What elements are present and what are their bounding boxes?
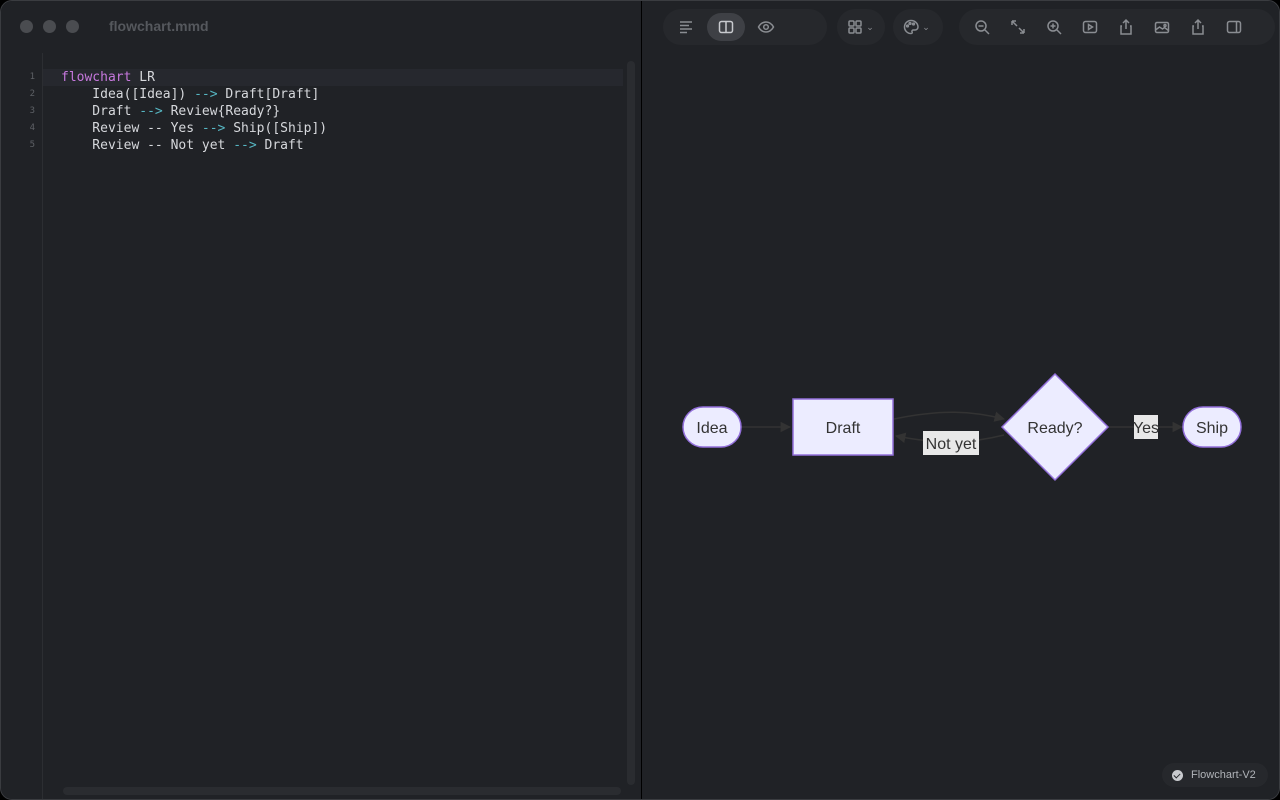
node-idea-label: Idea bbox=[696, 420, 727, 437]
current-line-highlight bbox=[43, 69, 623, 86]
diagram-preview[interactable]: Idea Draft Ready? Ship Yes Not yet Flowc… bbox=[642, 53, 1279, 799]
code-line[interactable]: flowchart LR bbox=[61, 69, 155, 86]
line-number: 3 bbox=[29, 106, 35, 116]
node-review-label: Ready? bbox=[1027, 420, 1082, 437]
fit-to-screen-icon[interactable] bbox=[1001, 13, 1035, 41]
node-ship-label: Ship bbox=[1196, 420, 1228, 437]
code-text: Review -- Not yet bbox=[61, 138, 234, 153]
code-arrow: --> bbox=[233, 138, 257, 153]
edge-label-not-yet: Not yet bbox=[926, 436, 977, 453]
code-arrow: --> bbox=[139, 104, 163, 119]
pane-divider[interactable] bbox=[641, 1, 642, 799]
node-draft[interactable] bbox=[792, 398, 894, 456]
line-number: 5 bbox=[29, 140, 35, 150]
titlebar: flowchart.mmd ⌄ ⌄ bbox=[1, 1, 1279, 53]
code-text: Idea([Idea]) bbox=[61, 87, 195, 102]
zoom-in-icon[interactable] bbox=[1037, 13, 1071, 41]
code-arrow: --> bbox=[201, 121, 226, 136]
edge-label-yes: Yes bbox=[1133, 420, 1159, 437]
text-lines-icon[interactable] bbox=[669, 13, 703, 41]
code-line[interactable]: Review -- Yes --> Ship([Ship]) bbox=[61, 120, 327, 137]
code-text: LR bbox=[131, 70, 155, 85]
code-line[interactable]: Review -- Not yet --> Draft bbox=[61, 137, 304, 154]
code-line[interactable]: Draft --> Review{Ready?} bbox=[61, 103, 280, 120]
edge-label-yes-bg bbox=[1134, 415, 1158, 439]
present-icon[interactable] bbox=[1073, 13, 1107, 41]
line-number: 2 bbox=[29, 89, 35, 99]
code-text: Draft[Draft] bbox=[217, 87, 320, 102]
node-draft-label: Draft bbox=[826, 420, 861, 437]
code-text: Review{Ready?} bbox=[162, 104, 281, 119]
code-text: Draft bbox=[61, 104, 140, 119]
chevron-down-icon: ⌄ bbox=[866, 21, 874, 32]
code-text: Draft bbox=[256, 138, 304, 153]
code-editor[interactable]: 1 2 3 4 5 flowchart LR Idea([Idea]) --> … bbox=[1, 53, 641, 799]
theme-menu[interactable]: ⌄ bbox=[893, 9, 943, 45]
code-text: Review -- Yes bbox=[61, 121, 202, 136]
palette-icon: ⌄ bbox=[899, 13, 933, 41]
code-line[interactable]: Idea([Idea]) --> Draft[Draft] bbox=[61, 86, 319, 103]
window-title: flowchart.mmd bbox=[109, 18, 209, 34]
line-number-gutter: 1 2 3 4 5 bbox=[1, 53, 43, 799]
export-image-icon[interactable] bbox=[1145, 13, 1179, 41]
close-window-button[interactable] bbox=[20, 20, 33, 33]
vertical-scrollbar[interactable] bbox=[627, 61, 635, 785]
eye-icon[interactable] bbox=[749, 13, 783, 41]
code-keyword: flowchart bbox=[61, 70, 132, 85]
diagram-type-badge: Flowchart-V2 bbox=[1162, 763, 1268, 787]
flowchart-diagram: Idea Draft Ready? Ship Yes Not yet bbox=[682, 372, 1242, 482]
check-circle-icon bbox=[1172, 769, 1183, 781]
export-icon[interactable] bbox=[1109, 13, 1143, 41]
chevron-down-icon: ⌄ bbox=[922, 21, 930, 32]
sidebar-toggle-icon[interactable] bbox=[1217, 13, 1251, 41]
edge-label-not-yet-bg bbox=[923, 431, 979, 455]
actions-group bbox=[959, 9, 1275, 45]
code-text: Ship([Ship]) bbox=[225, 121, 328, 136]
zoom-out-icon[interactable] bbox=[965, 13, 999, 41]
split-view-icon[interactable] bbox=[707, 13, 745, 41]
edge-draft-review bbox=[893, 411, 1006, 422]
horizontal-scrollbar[interactable] bbox=[63, 787, 621, 795]
grid-icon: ⌄ bbox=[843, 13, 877, 41]
line-number: 1 bbox=[29, 72, 35, 82]
node-ship[interactable] bbox=[1182, 406, 1242, 448]
diagram-type-label: Flowchart-V2 bbox=[1191, 769, 1256, 781]
zoom-window-button[interactable] bbox=[66, 20, 79, 33]
minimize-window-button[interactable] bbox=[43, 20, 56, 33]
node-review[interactable] bbox=[1000, 372, 1110, 482]
layout-menu[interactable]: ⌄ bbox=[837, 9, 885, 45]
code-arrow: --> bbox=[194, 87, 218, 102]
line-number: 4 bbox=[29, 123, 35, 133]
view-mode-group bbox=[663, 9, 827, 45]
node-idea[interactable] bbox=[682, 406, 742, 448]
share-icon[interactable] bbox=[1181, 13, 1215, 41]
